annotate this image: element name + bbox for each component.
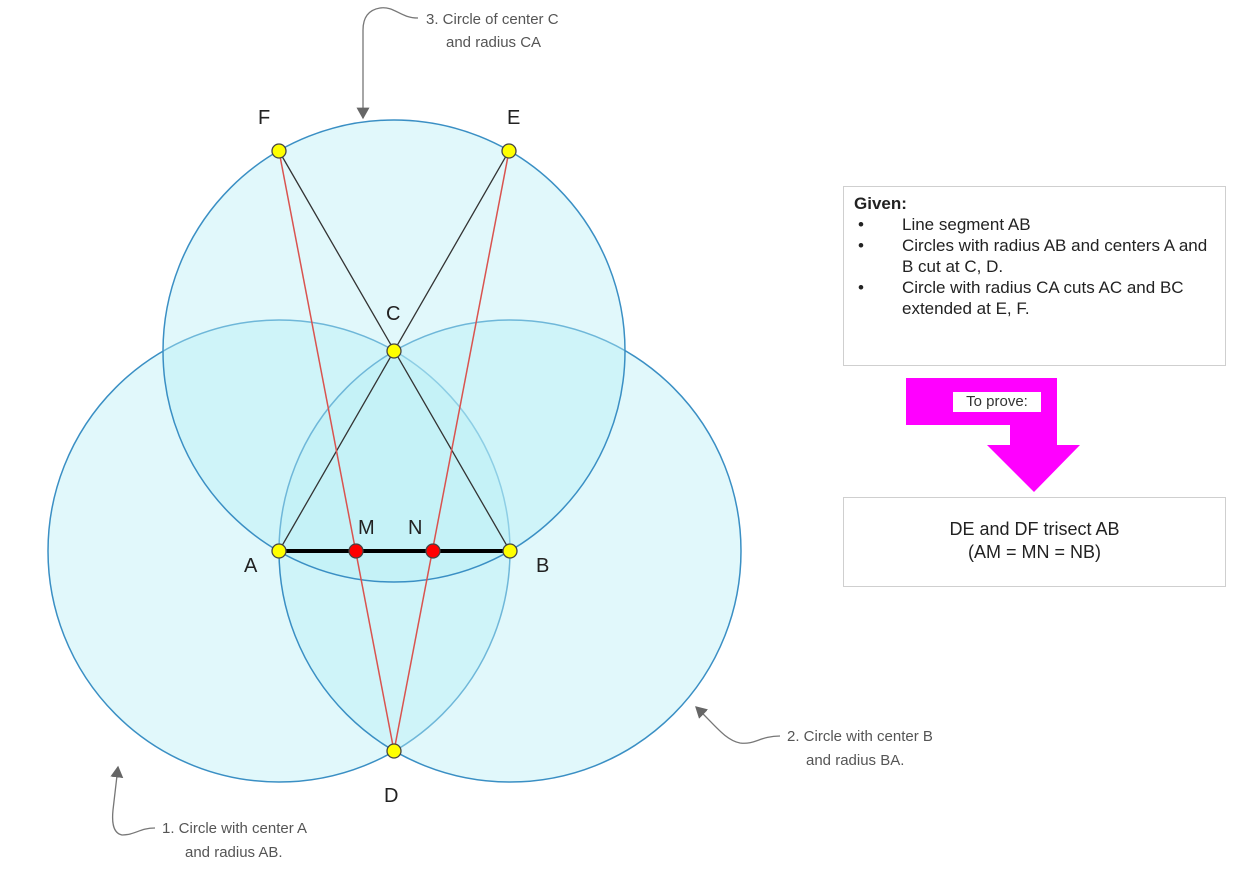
result-box: DE and DF trisect AB (AM = MN = NB): [843, 497, 1226, 587]
line-df: [278, 150, 395, 752]
point-e: [501, 143, 517, 159]
point-b: [502, 543, 518, 559]
point-d: [386, 743, 402, 759]
leader-circle-a: [110, 765, 156, 836]
label-m: M: [358, 517, 375, 539]
label-e: E: [507, 107, 520, 129]
to-prove-label: To prove:: [953, 392, 1041, 412]
line-de: [393, 150, 510, 752]
given-box: Given: Line segment AB Circles with radi…: [843, 186, 1226, 366]
result-line-2: (AM = MN = NB): [967, 542, 1101, 562]
leader-circle-c: [356, 7, 419, 120]
annotation-circle-b-1: 2. Circle with center B: [787, 728, 933, 745]
given-item: Line segment AB: [854, 214, 1215, 235]
point-n: [425, 543, 441, 559]
annotation-circle-c-2: and radius CA: [446, 34, 541, 51]
annotation-circle-a-2: and radius AB.: [185, 844, 283, 861]
annotation-circle-c-1: 3. Circle of center C: [426, 11, 559, 28]
annotation-circle-b-2: and radius BA.: [806, 752, 904, 769]
given-list: Line segment AB Circles with radius AB a…: [854, 214, 1215, 319]
point-m: [348, 543, 364, 559]
label-f: F: [258, 107, 270, 129]
label-b: B: [536, 555, 549, 577]
annotation-circle-a-1: 1. Circle with center A: [162, 820, 307, 837]
leader-circle-b: [695, 706, 781, 744]
result-line-1: DE and DF trisect AB: [949, 519, 1120, 539]
given-item: Circles with radius AB and centers A and…: [854, 235, 1215, 277]
label-c: C: [386, 303, 400, 325]
point-a: [271, 543, 287, 559]
label-d: D: [384, 785, 398, 807]
given-title: Given:: [854, 194, 907, 213]
point-f: [271, 143, 287, 159]
label-n: N: [408, 517, 422, 539]
label-a: A: [244, 555, 258, 577]
point-c: [386, 343, 402, 359]
given-item: Circle with radius CA cuts AC and BC ext…: [854, 277, 1215, 319]
